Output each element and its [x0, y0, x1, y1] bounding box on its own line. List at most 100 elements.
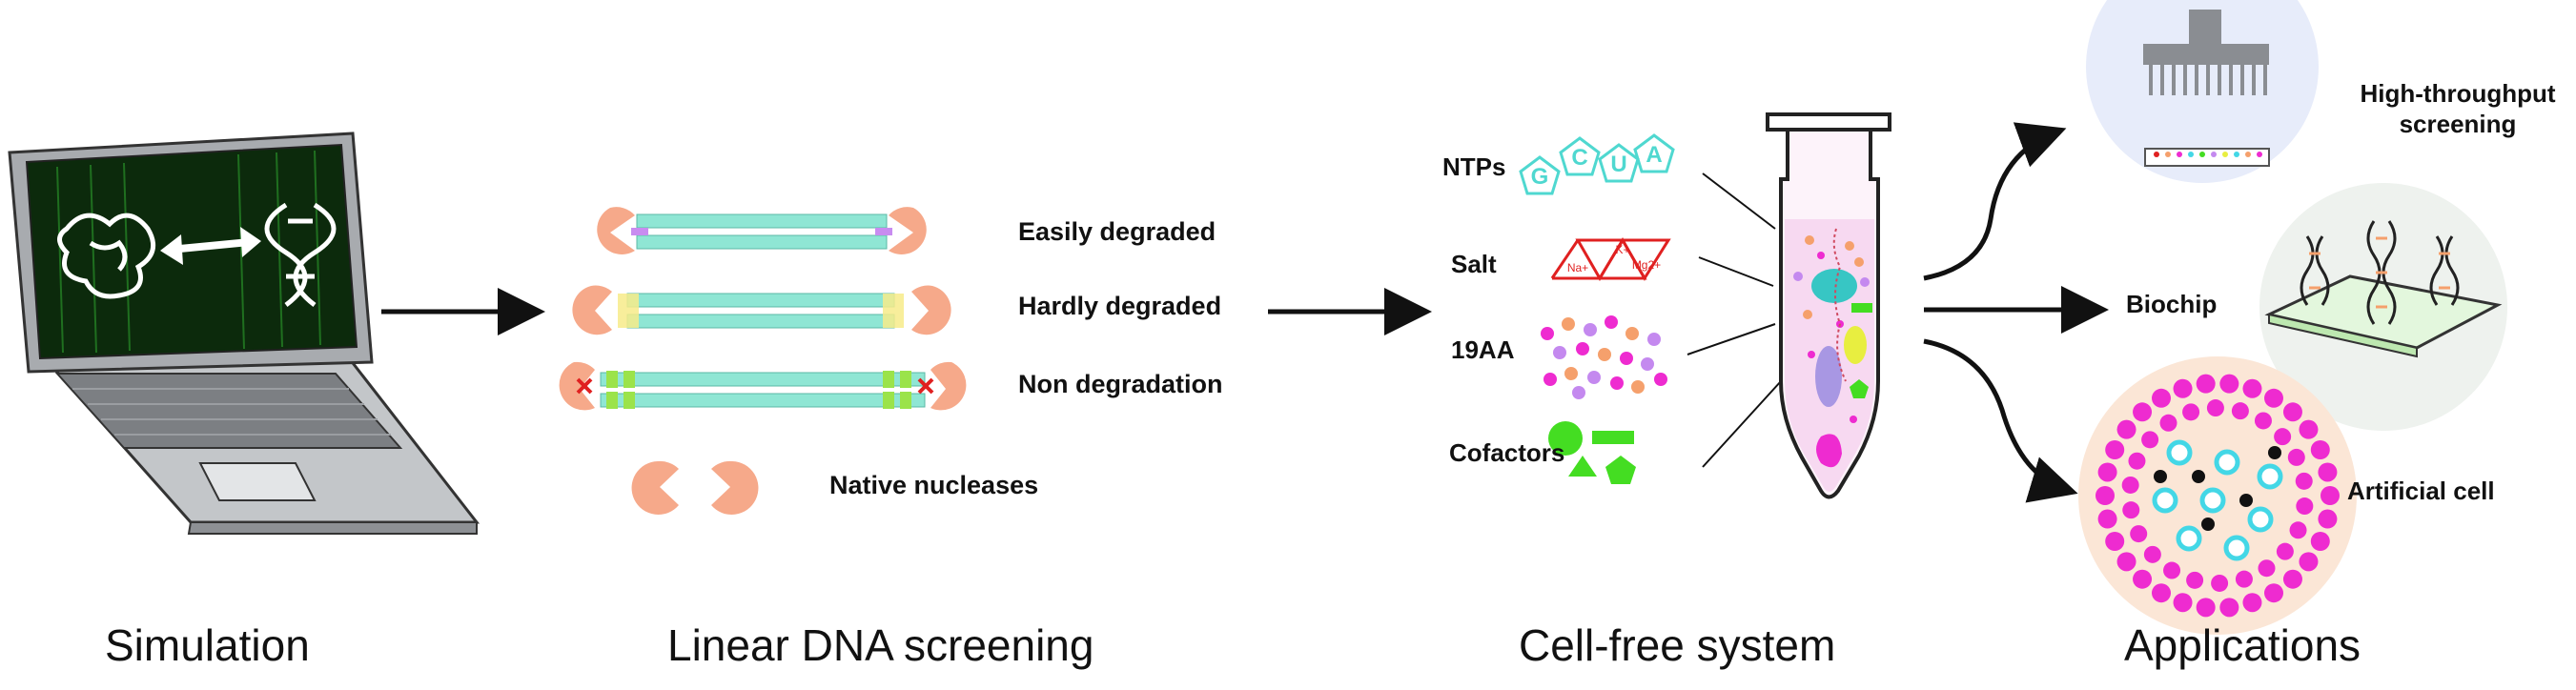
membrane-dot [2130, 525, 2148, 543]
membrane-dot [2282, 569, 2302, 589]
section-title-linear-dna: Linear DNA screening [667, 620, 1094, 670]
arrows-to-applications [1923, 122, 2109, 503]
particle-dot [2154, 470, 2167, 483]
vesicle-ring [2152, 487, 2178, 514]
nucleotide-a: A [1646, 142, 1662, 168]
membrane-dot [2310, 531, 2330, 551]
high-throughput-screening-graphic [2086, 0, 2319, 183]
label-artificial-cell: Artificial cell [2347, 477, 2495, 505]
vesicle-ring [2247, 506, 2274, 533]
membrane-dot [2219, 598, 2239, 618]
membrane-dot [2274, 428, 2292, 446]
membrane-dot [2173, 593, 2193, 613]
ntp-pentagons [1519, 133, 1675, 195]
laptop-illustration [8, 132, 480, 535]
nucleotide-c: C [1571, 145, 1587, 171]
label-ntps: NTPs [1442, 152, 1506, 181]
membrane-dot [2320, 486, 2340, 505]
label-biochip: Biochip [2126, 290, 2218, 318]
particle-dot [2268, 446, 2281, 459]
blocked-x-icon [576, 377, 934, 395]
label-salt: Salt [1451, 250, 1497, 278]
membrane-dot [2152, 388, 2171, 408]
nuclease-left [597, 207, 635, 254]
membrane-dot [2264, 583, 2283, 603]
salt-triangles [1550, 237, 1671, 281]
nucleotide-u: U [1610, 152, 1626, 177]
membrane-dot [2152, 583, 2171, 603]
membrane-dot [2219, 374, 2239, 394]
membrane-dot [2258, 559, 2276, 578]
laptop-screen [25, 143, 358, 360]
membrane-dot [2211, 574, 2229, 592]
ion-mg: Mg2+ [1632, 258, 1661, 272]
membrane-dot [2143, 545, 2161, 563]
membrane-dot [2299, 552, 2319, 572]
membrane-dot [2141, 431, 2159, 449]
ion-k: K+ [1615, 243, 1629, 256]
membrane-dot [2133, 569, 2153, 589]
particle-dot [2192, 470, 2205, 483]
protein-structure-icon [57, 213, 156, 299]
membrane-dot [2254, 412, 2272, 430]
membrane-dot [2242, 593, 2262, 613]
label-19aa: 19AA [1451, 335, 1515, 364]
membrane-dot [2096, 486, 2115, 505]
vesicle-ring [2166, 439, 2193, 466]
membrane-dot [2133, 402, 2153, 422]
membrane-dot [2295, 472, 2313, 490]
membrane-dot [2121, 476, 2139, 494]
section-title-simulation: Simulation [105, 620, 310, 670]
membrane-dot [2231, 402, 2249, 420]
membrane-dot [2287, 448, 2305, 466]
membrane-dot [2105, 440, 2125, 460]
membrane-dot [2122, 501, 2140, 519]
membrane-dot [2105, 531, 2125, 551]
membrane-dot [2097, 462, 2117, 482]
membrane-dot [2186, 571, 2204, 589]
membrane-dot [2116, 419, 2136, 439]
membrane-dot [2173, 378, 2193, 398]
membrane-dot [2318, 509, 2338, 529]
section-title-applications: Applications [2124, 620, 2361, 670]
label-hts-line1: High-throughput [2360, 79, 2556, 108]
membrane-dot [2264, 388, 2283, 408]
label-high-throughput-screening: High-throughput screening [2343, 78, 2572, 139]
label-native-nucleases: Native nucleases [829, 471, 1039, 499]
biochip-graphic [2259, 183, 2507, 431]
membrane-dot [2159, 414, 2177, 432]
membrane-dot [2296, 497, 2314, 516]
membrane-dot [2182, 403, 2200, 421]
label-easily-degraded: Easily degraded [1018, 217, 1216, 246]
membrane-dot [2128, 452, 2146, 470]
label-hts-line2: screening [2399, 110, 2517, 138]
membrane-dot [2116, 552, 2136, 572]
dna-non-degradation [559, 361, 967, 411]
vesicle-ring [2176, 525, 2202, 552]
label-non-degradation: Non degradation [1018, 370, 1223, 398]
membrane-dot [2235, 570, 2253, 588]
dna-helix-icon [264, 202, 337, 307]
membrane-dot [2163, 561, 2181, 579]
membrane-dot [2206, 399, 2224, 417]
native-nucleases-icons [631, 460, 759, 515]
vesicle-ring [2223, 535, 2250, 561]
cofactor-shapes [1548, 421, 1636, 484]
dna-hardly-degraded [572, 285, 951, 335]
artificial-cell-graphic [2078, 356, 2357, 635]
vesicle-ring [2199, 487, 2226, 514]
particle-dot [2201, 518, 2215, 531]
label-hardly-degraded: Hardly degraded [1018, 292, 1222, 320]
membrane-dot [2196, 598, 2216, 618]
connector-lines [1687, 172, 1782, 468]
reaction-tube [1766, 112, 1891, 499]
membrane-dot [2196, 374, 2216, 394]
membrane-dot [2242, 378, 2262, 398]
membrane-dot [2318, 462, 2338, 482]
nuclease-right [889, 207, 927, 254]
double-arrow-icon [160, 227, 261, 265]
ion-na: Na+ [1567, 261, 1588, 274]
nucleotide-g: G [1531, 164, 1549, 190]
particle-dot [2239, 494, 2253, 507]
